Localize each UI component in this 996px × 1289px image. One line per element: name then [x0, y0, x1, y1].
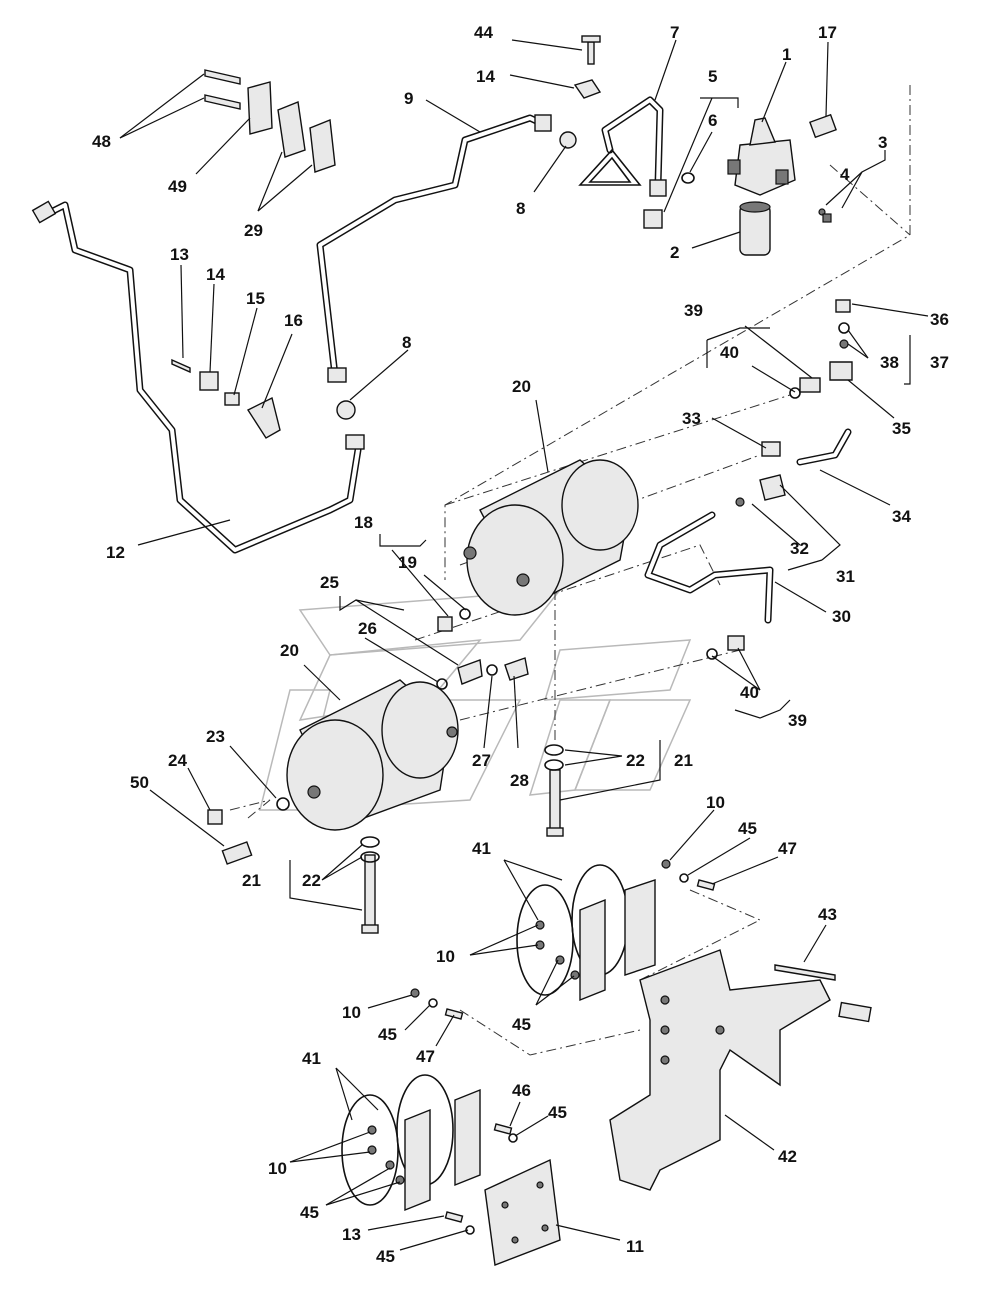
label-33: 33	[682, 409, 701, 428]
label-39-b: 39	[788, 711, 807, 730]
label-10-b: 10	[436, 947, 455, 966]
label-29: 29	[244, 221, 263, 240]
label-47: 47	[778, 839, 797, 858]
label-18: 18	[354, 513, 373, 532]
label-27: 27	[472, 751, 491, 770]
label-43: 43	[818, 905, 837, 924]
label-1: 1	[782, 45, 791, 64]
label-20-b: 20	[280, 641, 299, 660]
label-7: 7	[670, 23, 679, 42]
label-19: 19	[398, 553, 417, 572]
label-45-f: 45	[376, 1247, 395, 1266]
label-22: 22	[626, 751, 645, 770]
label-35: 35	[892, 419, 911, 438]
clamp-parts-top-left	[204, 69, 336, 173]
label-9: 9	[404, 89, 413, 108]
label-39: 39	[684, 301, 703, 320]
label-46: 46	[512, 1081, 531, 1100]
label-45-d: 45	[548, 1103, 567, 1122]
hose-30	[644, 511, 774, 624]
label-45-c: 45	[378, 1025, 397, 1044]
label-16: 16	[284, 311, 303, 330]
fittings-right	[706, 299, 853, 660]
label-49: 49	[168, 177, 187, 196]
label-15: 15	[246, 289, 265, 308]
plate-11	[484, 1158, 561, 1266]
label-41-b: 41	[302, 1049, 321, 1068]
strap-assembly-lower	[341, 1074, 481, 1212]
label-10-c: 10	[342, 1003, 361, 1022]
label-21-b: 21	[242, 871, 261, 890]
assembly-lines	[229, 85, 911, 1056]
pipe-7	[578, 96, 667, 197]
valve-1	[727, 117, 796, 196]
label-20: 20	[512, 377, 531, 396]
label-42: 42	[778, 1147, 797, 1166]
label-13: 13	[170, 245, 189, 264]
label-22-b: 22	[302, 871, 321, 890]
strap-assembly-upper	[516, 864, 656, 1002]
label-40: 40	[720, 343, 739, 362]
leader-lines	[119, 39, 929, 1251]
small-fittings-top	[559, 35, 837, 229]
air-tank-lower	[286, 679, 459, 831]
label-13-b: 13	[342, 1225, 361, 1244]
label-17: 17	[818, 23, 837, 42]
tie-rods	[360, 744, 564, 934]
label-4: 4	[840, 165, 850, 184]
label-40-b: 40	[740, 683, 759, 702]
small-bolts	[410, 859, 716, 1235]
label-10: 10	[706, 793, 725, 812]
air-tank-upper	[463, 459, 639, 616]
label-3: 3	[878, 133, 887, 152]
label-21: 21	[674, 751, 693, 770]
label-26: 26	[358, 619, 377, 638]
label-2: 2	[670, 243, 679, 262]
label-41: 41	[472, 839, 491, 858]
label-25: 25	[320, 573, 339, 592]
label-32: 32	[790, 539, 809, 558]
filter-2	[739, 201, 771, 256]
label-44: 44	[474, 23, 493, 42]
bracket-42	[609, 949, 872, 1191]
label-36: 36	[930, 310, 949, 329]
label-50: 50	[130, 773, 149, 792]
label-11: 11	[626, 1237, 644, 1256]
label-31: 31	[836, 567, 855, 586]
label-24: 24	[168, 751, 187, 770]
label-45: 45	[738, 819, 757, 838]
label-12: 12	[106, 543, 125, 562]
label-37: 37	[930, 353, 949, 372]
label-6: 6	[708, 111, 717, 130]
label-8: 8	[516, 199, 525, 218]
pipe-9	[316, 114, 552, 383]
label-45-b: 45	[512, 1015, 531, 1034]
watermark-logo	[259, 589, 692, 811]
label-28: 28	[510, 771, 529, 790]
tank-fittings	[207, 608, 529, 865]
label-10-d: 10	[268, 1159, 287, 1178]
label-14-b: 14	[206, 265, 225, 284]
label-47-b: 47	[416, 1047, 435, 1066]
callout-labels: 44 7 17 1 14 5 48 9 6 3 4 49 8 29 2 13 1…	[92, 23, 949, 1266]
small-parts-left	[171, 358, 356, 439]
label-8-b: 8	[402, 333, 411, 352]
label-38: 38	[880, 353, 899, 372]
label-14: 14	[476, 67, 495, 86]
pipe-12	[31, 200, 365, 554]
label-30: 30	[832, 607, 851, 626]
label-45-e: 45	[300, 1203, 319, 1222]
label-23: 23	[206, 727, 225, 746]
label-34: 34	[892, 507, 911, 526]
label-48: 48	[92, 132, 111, 151]
label-5: 5	[708, 67, 717, 86]
